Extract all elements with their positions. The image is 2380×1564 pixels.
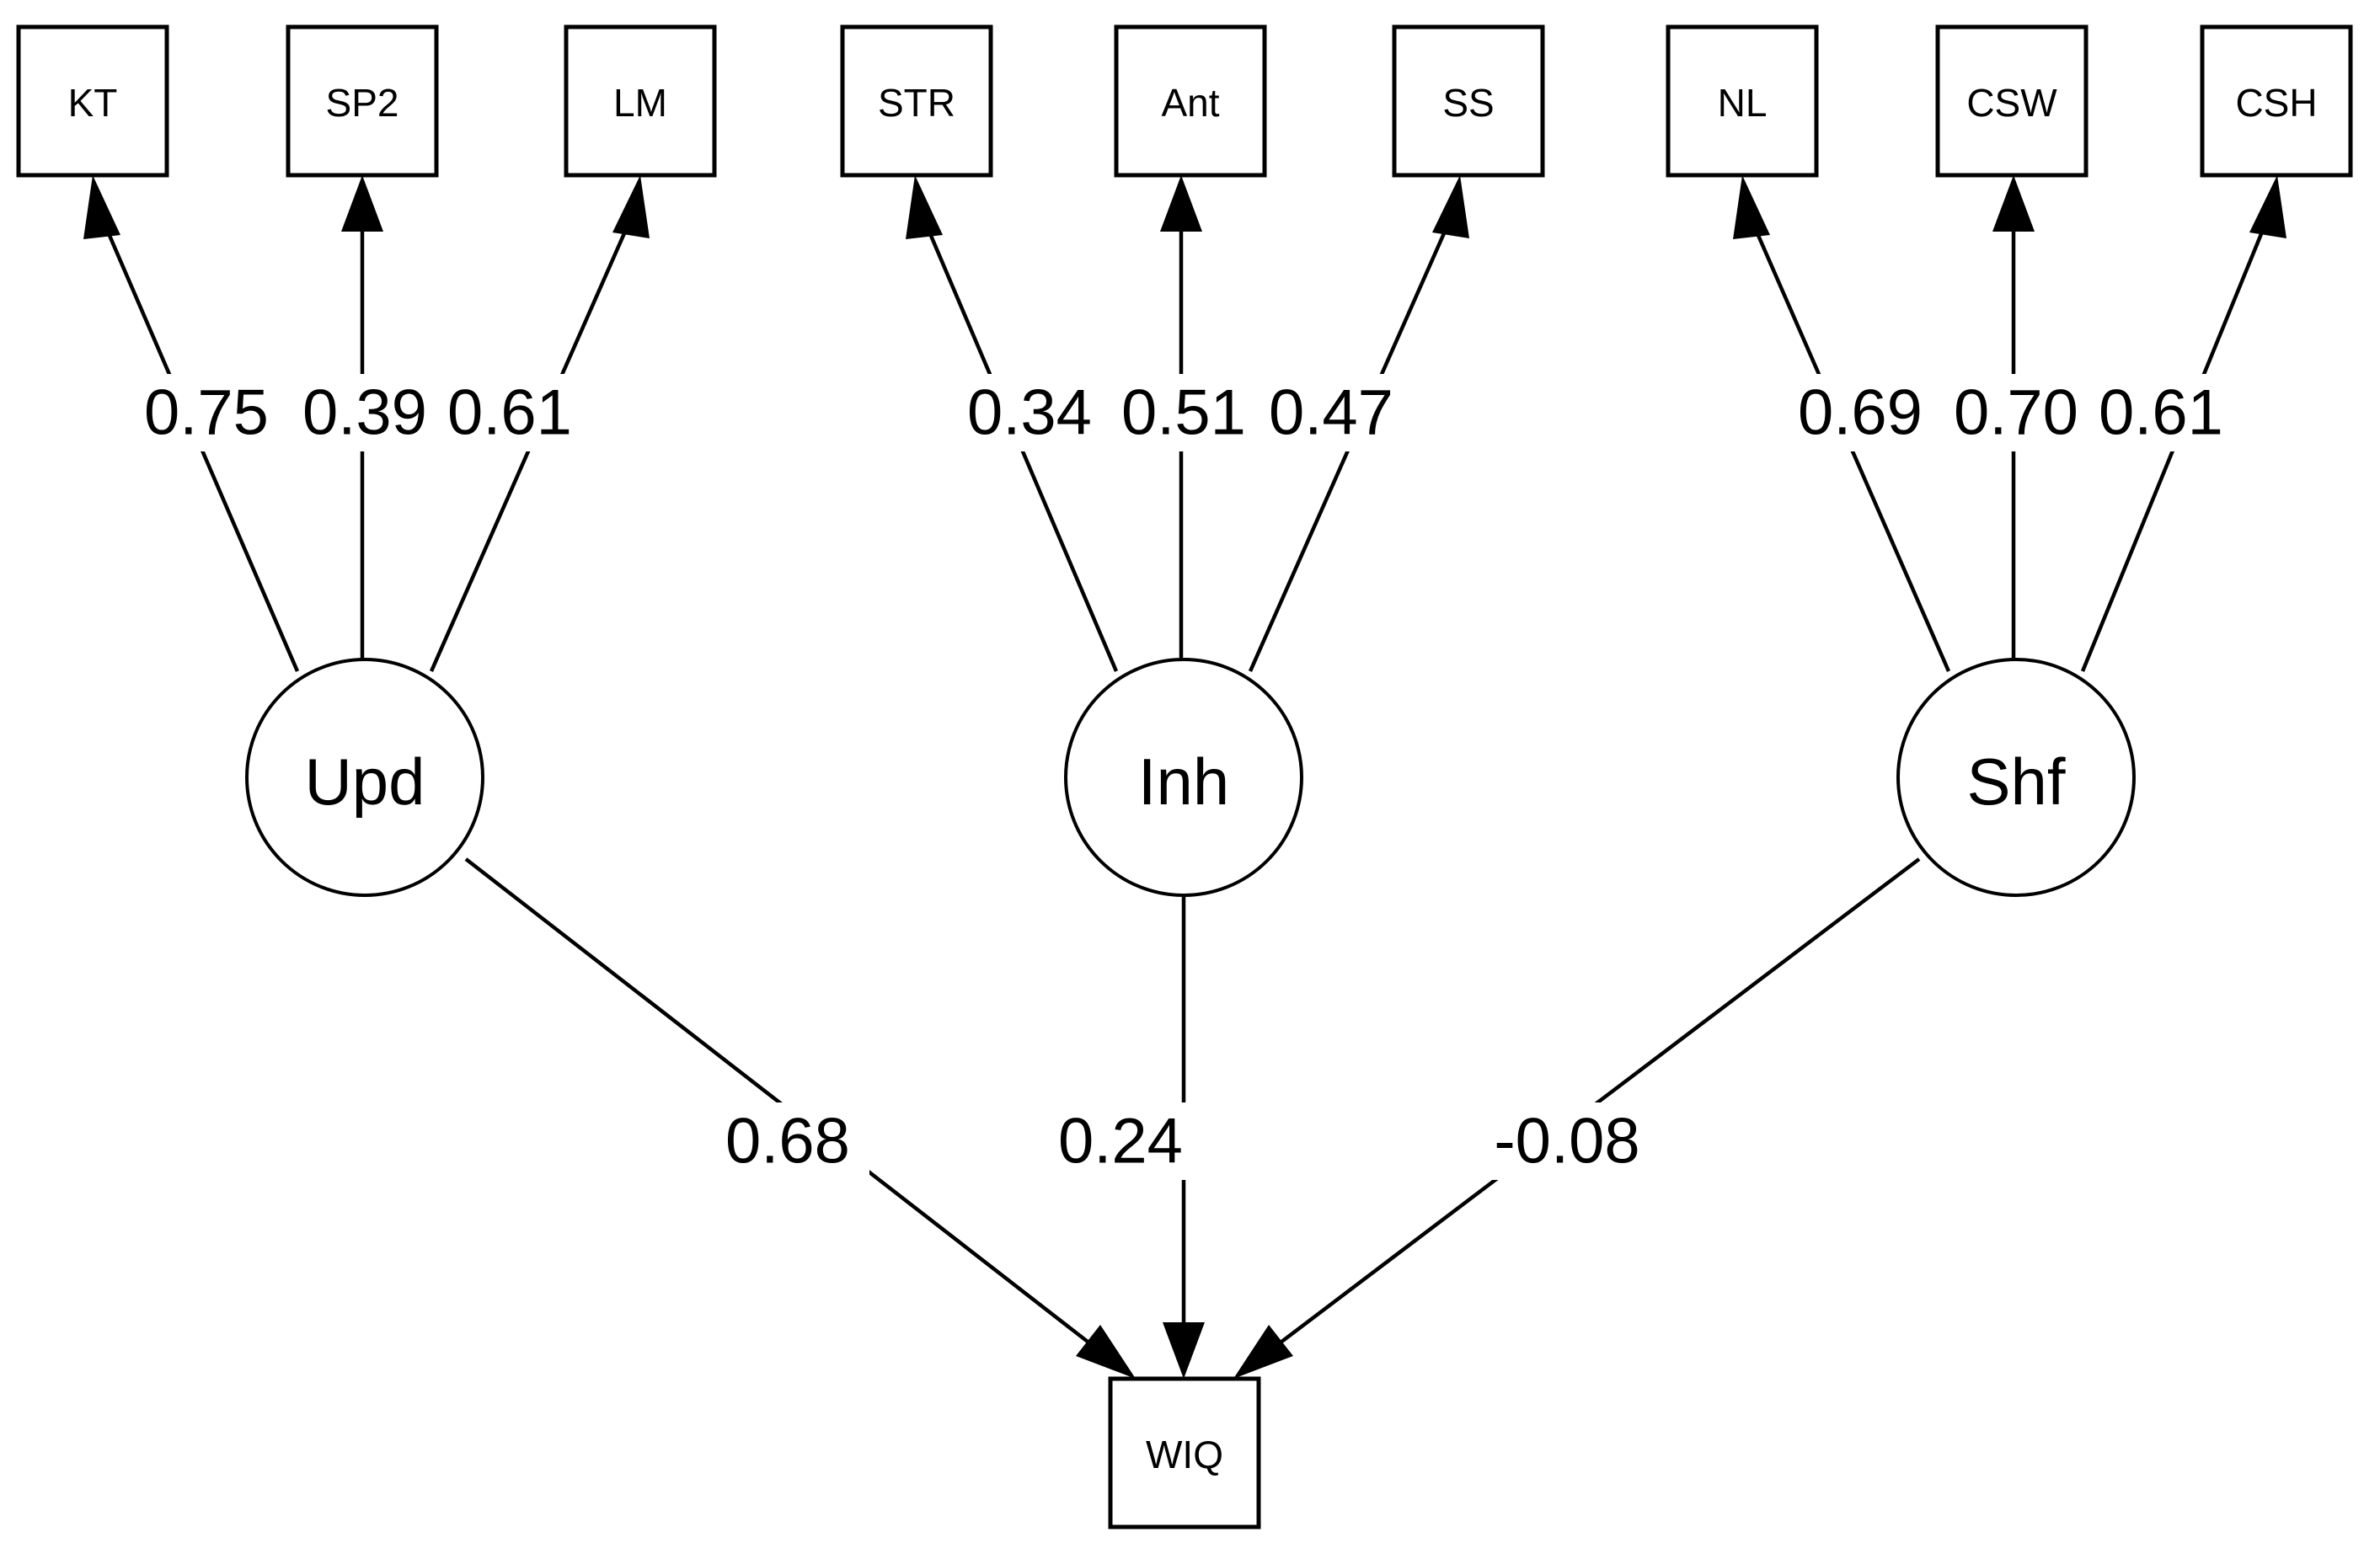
path-label-upd-wiq: 0.68 bbox=[708, 1102, 869, 1180]
indicator-box-ss[interactable]: SS bbox=[1392, 24, 1545, 178]
indicator-label-csh: CSH bbox=[2235, 81, 2317, 125]
svg-text:0.47: 0.47 bbox=[1269, 377, 1393, 449]
path-label-inh-str: 0.34 bbox=[950, 374, 1110, 451]
svg-text:0.61: 0.61 bbox=[447, 377, 572, 449]
path-label-upd-kt: 0.75 bbox=[126, 374, 288, 451]
indicator-box-kt[interactable]: KT bbox=[16, 24, 169, 178]
latent-label-shf: Shf bbox=[1966, 745, 2065, 819]
indicator-box-str[interactable]: STR bbox=[840, 24, 993, 178]
path-label-shf-wiq: -0.08 bbox=[1466, 1102, 1666, 1180]
indicator-label-kt: KT bbox=[68, 81, 118, 125]
path-label-upd-lm: 0.61 bbox=[431, 374, 591, 451]
indicator-box-csh[interactable]: CSH bbox=[2200, 24, 2353, 178]
indicator-label-ss: SS bbox=[1442, 81, 1494, 125]
path-label-inh-ant: 0.51 bbox=[1105, 374, 1265, 451]
svg-text:0.69: 0.69 bbox=[1798, 377, 1923, 449]
latent-circle-shf[interactable]: Shf bbox=[1896, 658, 2136, 897]
indicator-label-str: STR bbox=[878, 81, 955, 125]
svg-text:0.24: 0.24 bbox=[1058, 1106, 1183, 1177]
svg-text:0.34: 0.34 bbox=[967, 377, 1092, 449]
latent-circle-upd[interactable]: Upd bbox=[245, 658, 484, 897]
indicator-box-nl[interactable]: NL bbox=[1666, 24, 1819, 178]
svg-text:0.51: 0.51 bbox=[1121, 377, 1246, 449]
latent-label-inh: Inh bbox=[1138, 745, 1229, 819]
indicator-label-ant: Ant bbox=[1161, 81, 1219, 125]
latent-label-upd: Upd bbox=[304, 745, 425, 819]
path-label-shf-nl: 0.69 bbox=[1781, 374, 1941, 451]
indicator-box-lm[interactable]: LM bbox=[564, 24, 717, 178]
svg-text:0.68: 0.68 bbox=[725, 1106, 850, 1177]
svg-text:0.75: 0.75 bbox=[144, 377, 269, 449]
indicator-label-lm: LM bbox=[613, 81, 667, 125]
indicator-label-nl: NL bbox=[1718, 81, 1768, 125]
indicator-box-csw[interactable]: CSW bbox=[1935, 24, 2089, 178]
indicator-label-csw: CSW bbox=[1966, 81, 2057, 125]
svg-text:0.61: 0.61 bbox=[2099, 377, 2223, 449]
path-label-inh-ss: 0.47 bbox=[1253, 374, 1413, 451]
outcome-label-wiq: WIQ bbox=[1146, 1433, 1223, 1476]
path-label-shf-csw: 0.70 bbox=[1938, 374, 2098, 451]
indicator-box-sp2[interactable]: SP2 bbox=[286, 24, 439, 178]
svg-text:-0.08: -0.08 bbox=[1494, 1106, 1639, 1177]
svg-text:0.70: 0.70 bbox=[1954, 377, 2078, 449]
svg-text:0.39: 0.39 bbox=[302, 377, 427, 449]
path-label-upd-sp2: 0.39 bbox=[286, 374, 447, 451]
indicator-label-sp2: SP2 bbox=[326, 81, 399, 125]
outcome-box-wiq[interactable]: WIQ bbox=[1108, 1376, 1261, 1529]
path-label-shf-csh: 0.61 bbox=[2083, 374, 2243, 451]
latent-circle-inh[interactable]: Inh bbox=[1064, 658, 1303, 897]
path-label-inh-wiq: 0.24 bbox=[1041, 1102, 1201, 1180]
indicator-box-ant[interactable]: Ant bbox=[1114, 24, 1267, 178]
